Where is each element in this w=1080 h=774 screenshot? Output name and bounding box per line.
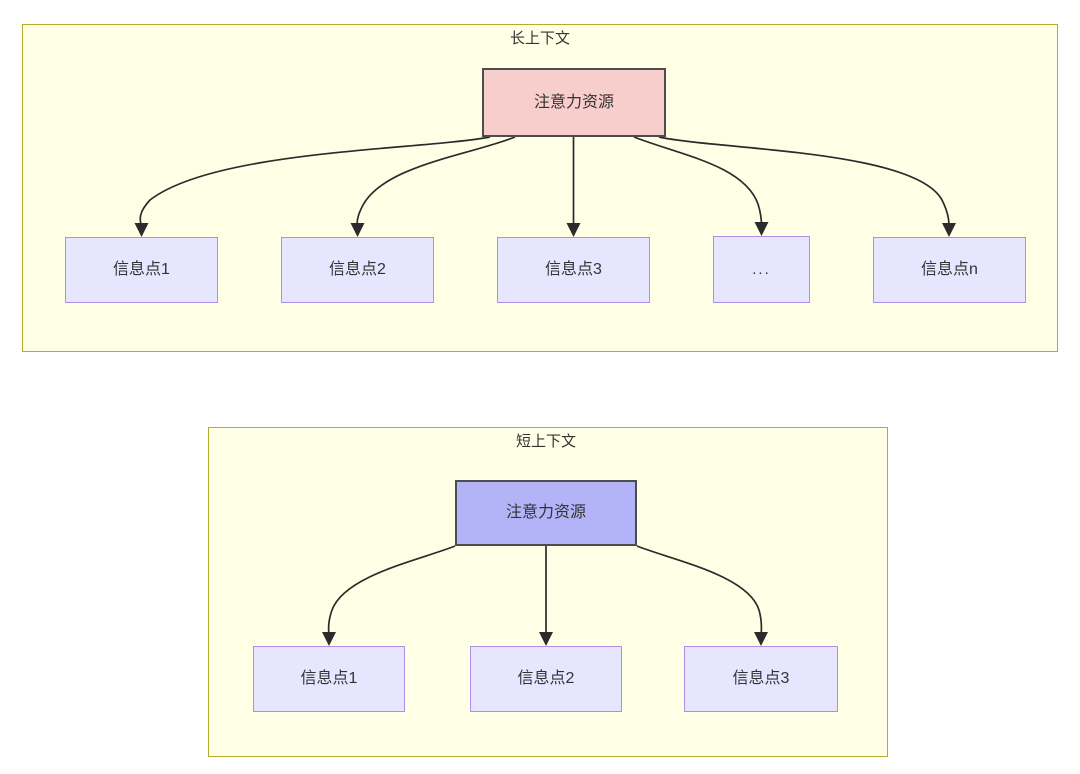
group-short-context-title: 短上下文 (515, 433, 576, 450)
node-info-point-1-short[interactable]: 信息点1 (253, 646, 405, 712)
node-info-point-3-short[interactable]: 信息点3 (684, 646, 838, 712)
node-attention-resource-long[interactable]: 注意力资源 (482, 68, 666, 137)
group-long-context-title: 长上下文 (509, 30, 570, 47)
node-info-point-n-long[interactable]: 信息点n (873, 237, 1026, 303)
node-info-point-3-long[interactable]: 信息点3 (497, 237, 650, 303)
node-info-point-2-long[interactable]: 信息点2 (281, 237, 434, 303)
node-info-point-2-short[interactable]: 信息点2 (470, 646, 622, 712)
node-info-point-1-long[interactable]: 信息点1 (65, 237, 218, 303)
node-info-point-ellipsis-long[interactable]: ... (713, 236, 810, 303)
node-attention-resource-short[interactable]: 注意力资源 (455, 480, 637, 546)
